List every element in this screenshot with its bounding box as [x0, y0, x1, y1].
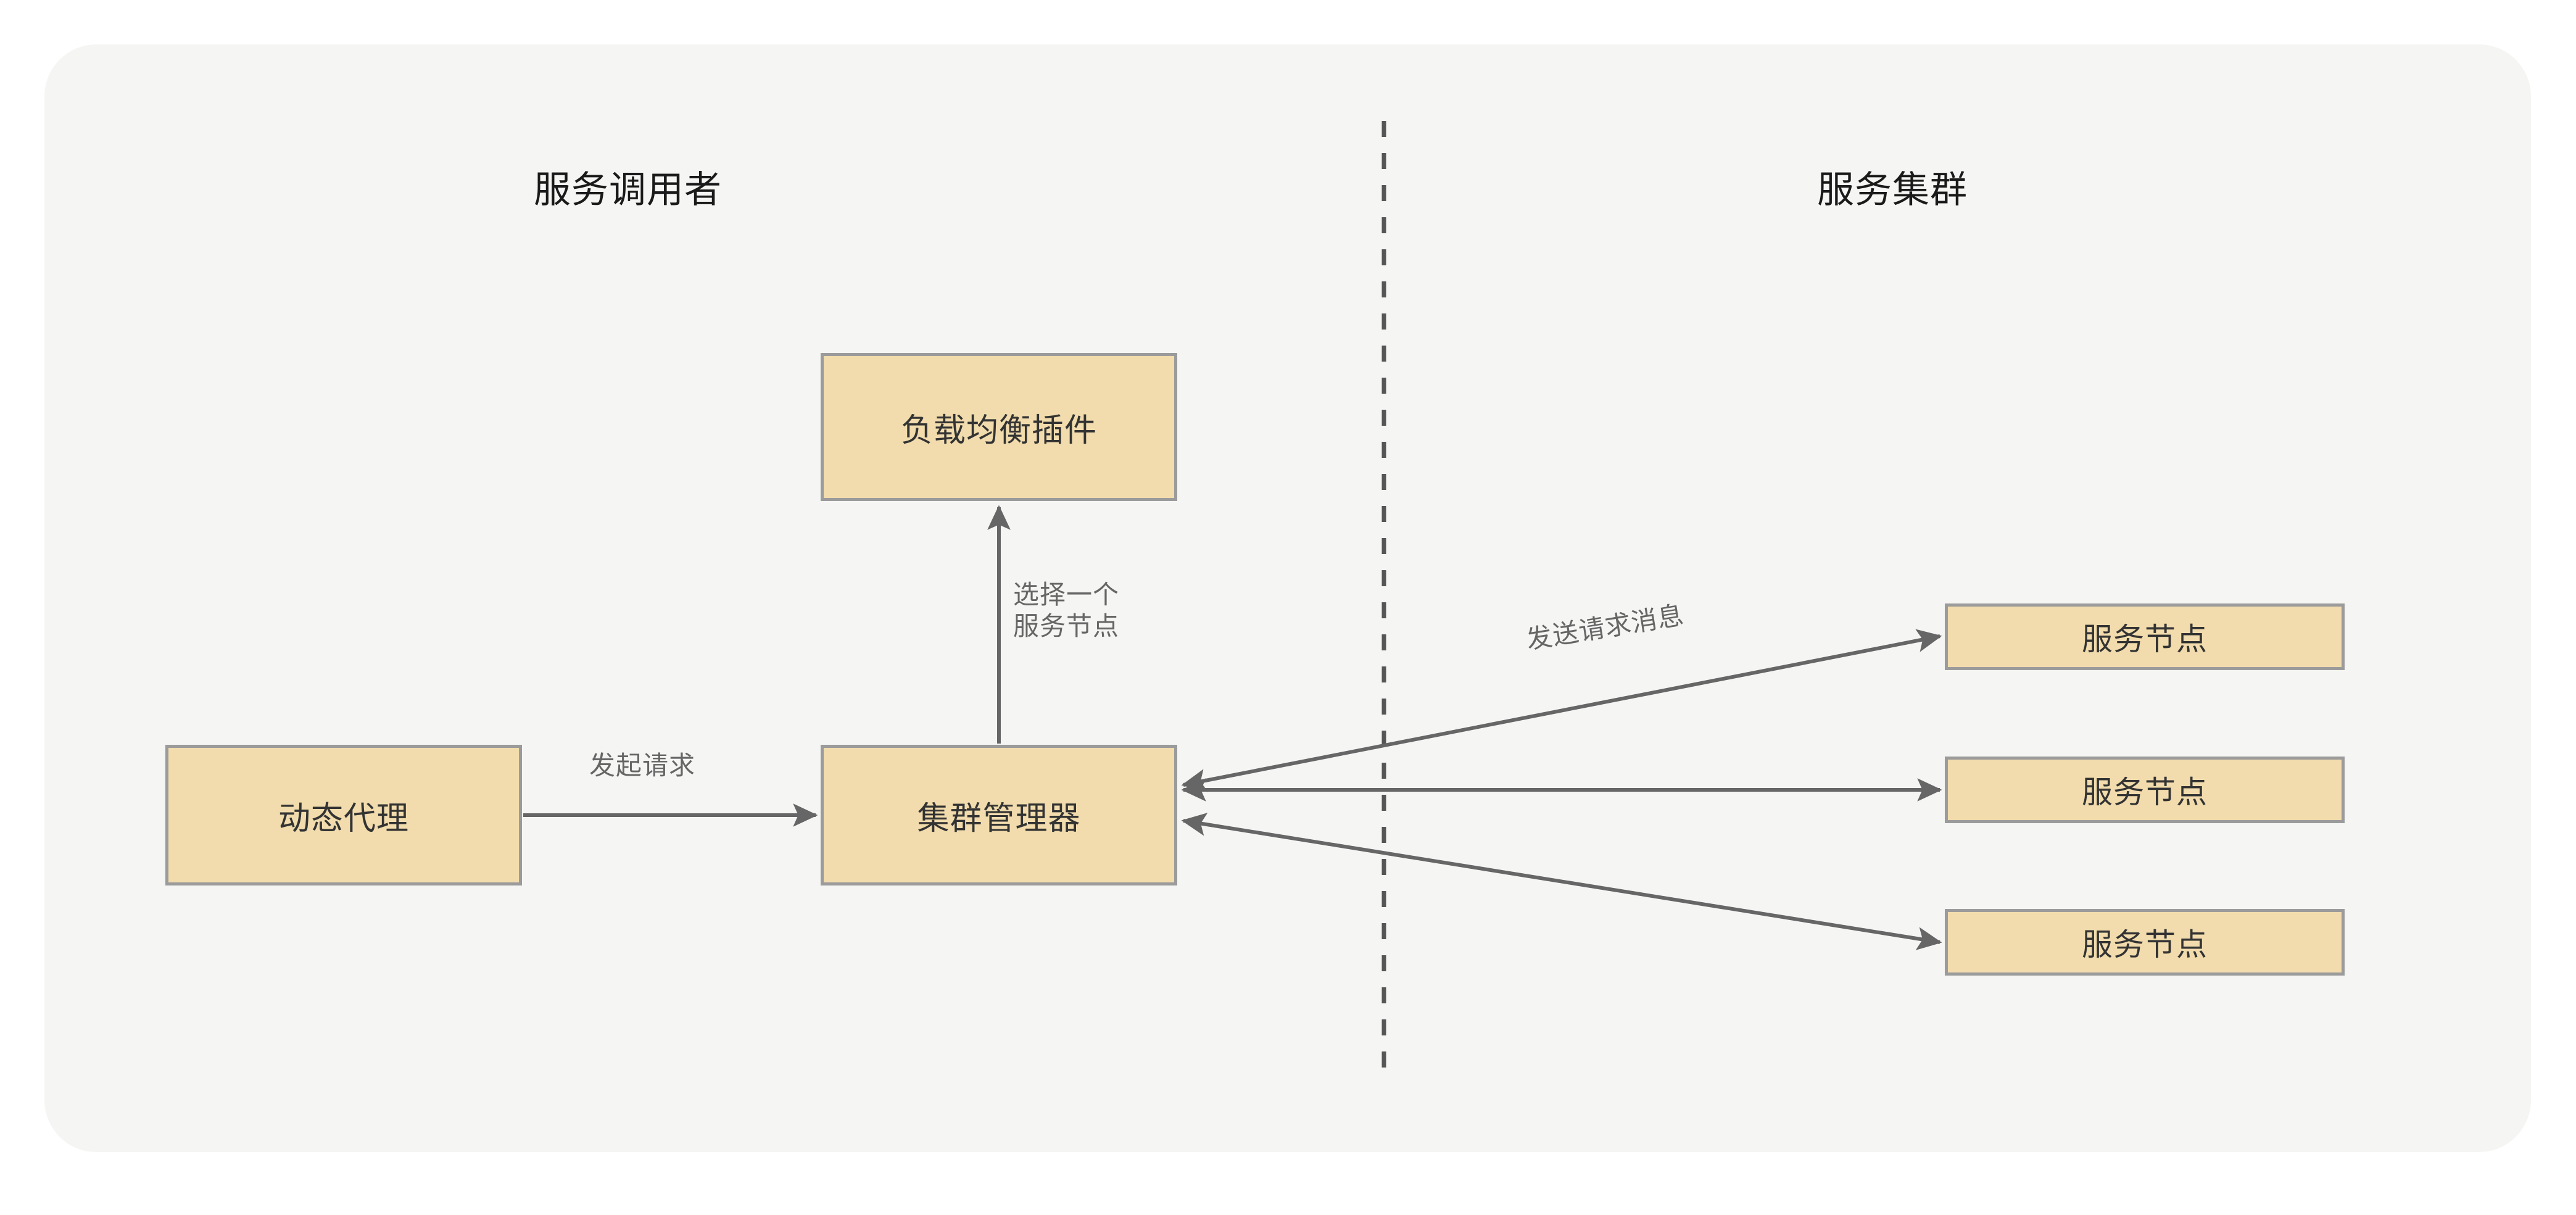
node-dynamic-proxy[interactable]: 动态代理	[165, 745, 522, 885]
edge-label-select-service-node: 选择一个 服务节点	[1013, 579, 1119, 642]
node-cluster-manager[interactable]: 集群管理器	[821, 745, 1177, 885]
diagram-card	[44, 44, 2531, 1152]
section-title-service-caller: 服务调用者	[534, 169, 722, 210]
node-service-node-2[interactable]: 服务节点	[1945, 757, 2345, 823]
edge-label-initiate-request: 发起请求	[589, 751, 696, 780]
node-service-node-1[interactable]: 服务节点	[1945, 603, 2345, 670]
edge-label-select-line-2: 服务节点	[1013, 612, 1120, 641]
edge-label-select-line-1: 选择一个	[1013, 580, 1120, 609]
node-load-balancer-plugin[interactable]: 负载均衡插件	[821, 353, 1177, 501]
section-title-service-cluster: 服务集群	[1817, 169, 1968, 210]
node-service-node-3[interactable]: 服务节点	[1945, 909, 2345, 976]
